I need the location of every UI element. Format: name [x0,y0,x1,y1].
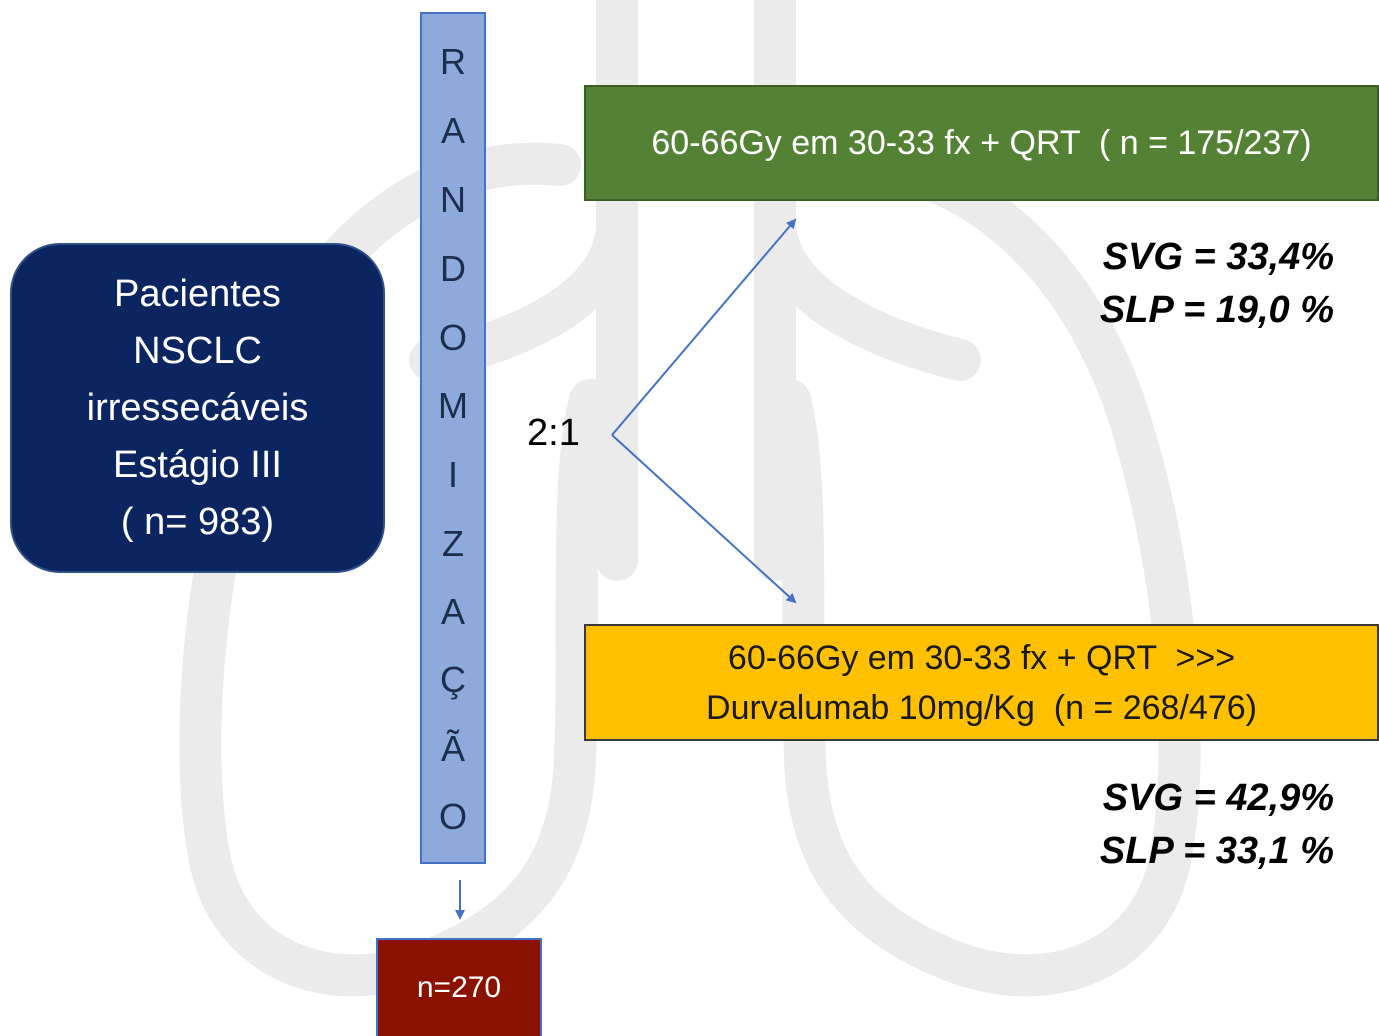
randomization-letter: O [438,317,467,358]
randomization-letter: O [438,796,467,837]
subgroup-box: n=270 [376,938,542,1036]
randomization-letter: M [438,385,468,426]
allocation-ratio: 2:1 [527,412,580,454]
durvalumab-arm-results: SVG = 42,9% SLP = 33,1 % [1100,772,1334,878]
durvalumab-arm-box: 60-66Gy em 30-33 fx + QRT >>> Durvalumab… [584,624,1379,741]
control-arm-results: SVG = 33,4% SLP = 19,0 % [1100,231,1334,337]
patients-line: NSCLC [133,329,262,372]
patients-line: Pacientes [114,272,281,315]
randomization-letter: D [440,248,466,289]
control-arm-box: 60-66Gy em 30-33 fx + QRT ( n = 175/237) [584,85,1379,201]
randomization-bar: R A N D O M I Z A Ç Ã O [420,12,486,864]
patients-line: Estágio III [113,443,282,486]
control-arm-svg: SVG = 33,4% [1102,236,1334,278]
randomization-letter: A [440,591,465,632]
patients-line: irressecáveis [86,386,309,429]
patients-box: Pacientes NSCLC irressecáveis Estágio II… [10,243,385,573]
patients-line: ( n= 983) [120,500,275,543]
randomization-letter: Z [442,523,464,564]
durvalumab-arm-line1: 60-66Gy em 30-33 fx + QRT >>> [727,638,1236,677]
randomization-letter: Ã [440,728,465,769]
subgroup-label: n=270 [416,971,502,1004]
arrow-to-control-arm [611,218,797,436]
durvalumab-arm-slp: SLP = 33,1 % [1099,830,1334,872]
randomization-letter: R [440,41,466,82]
randomization-letter: Ç [440,659,466,700]
randomization-letter: I [447,454,458,495]
arrow-to-durvalumab-arm [611,434,797,604]
durvalumab-arm-line2: Durvalumab 10mg/Kg (n = 268/476) [706,688,1257,727]
randomization-letter: A [440,110,465,151]
control-arm-slp: SLP = 19,0 % [1099,289,1334,331]
randomization-letter: N [440,179,466,220]
durvalumab-arm-svg: SVG = 42,9% [1102,777,1334,819]
control-arm-label: 60-66Gy em 30-33 fx + QRT ( n = 175/237) [651,123,1312,162]
